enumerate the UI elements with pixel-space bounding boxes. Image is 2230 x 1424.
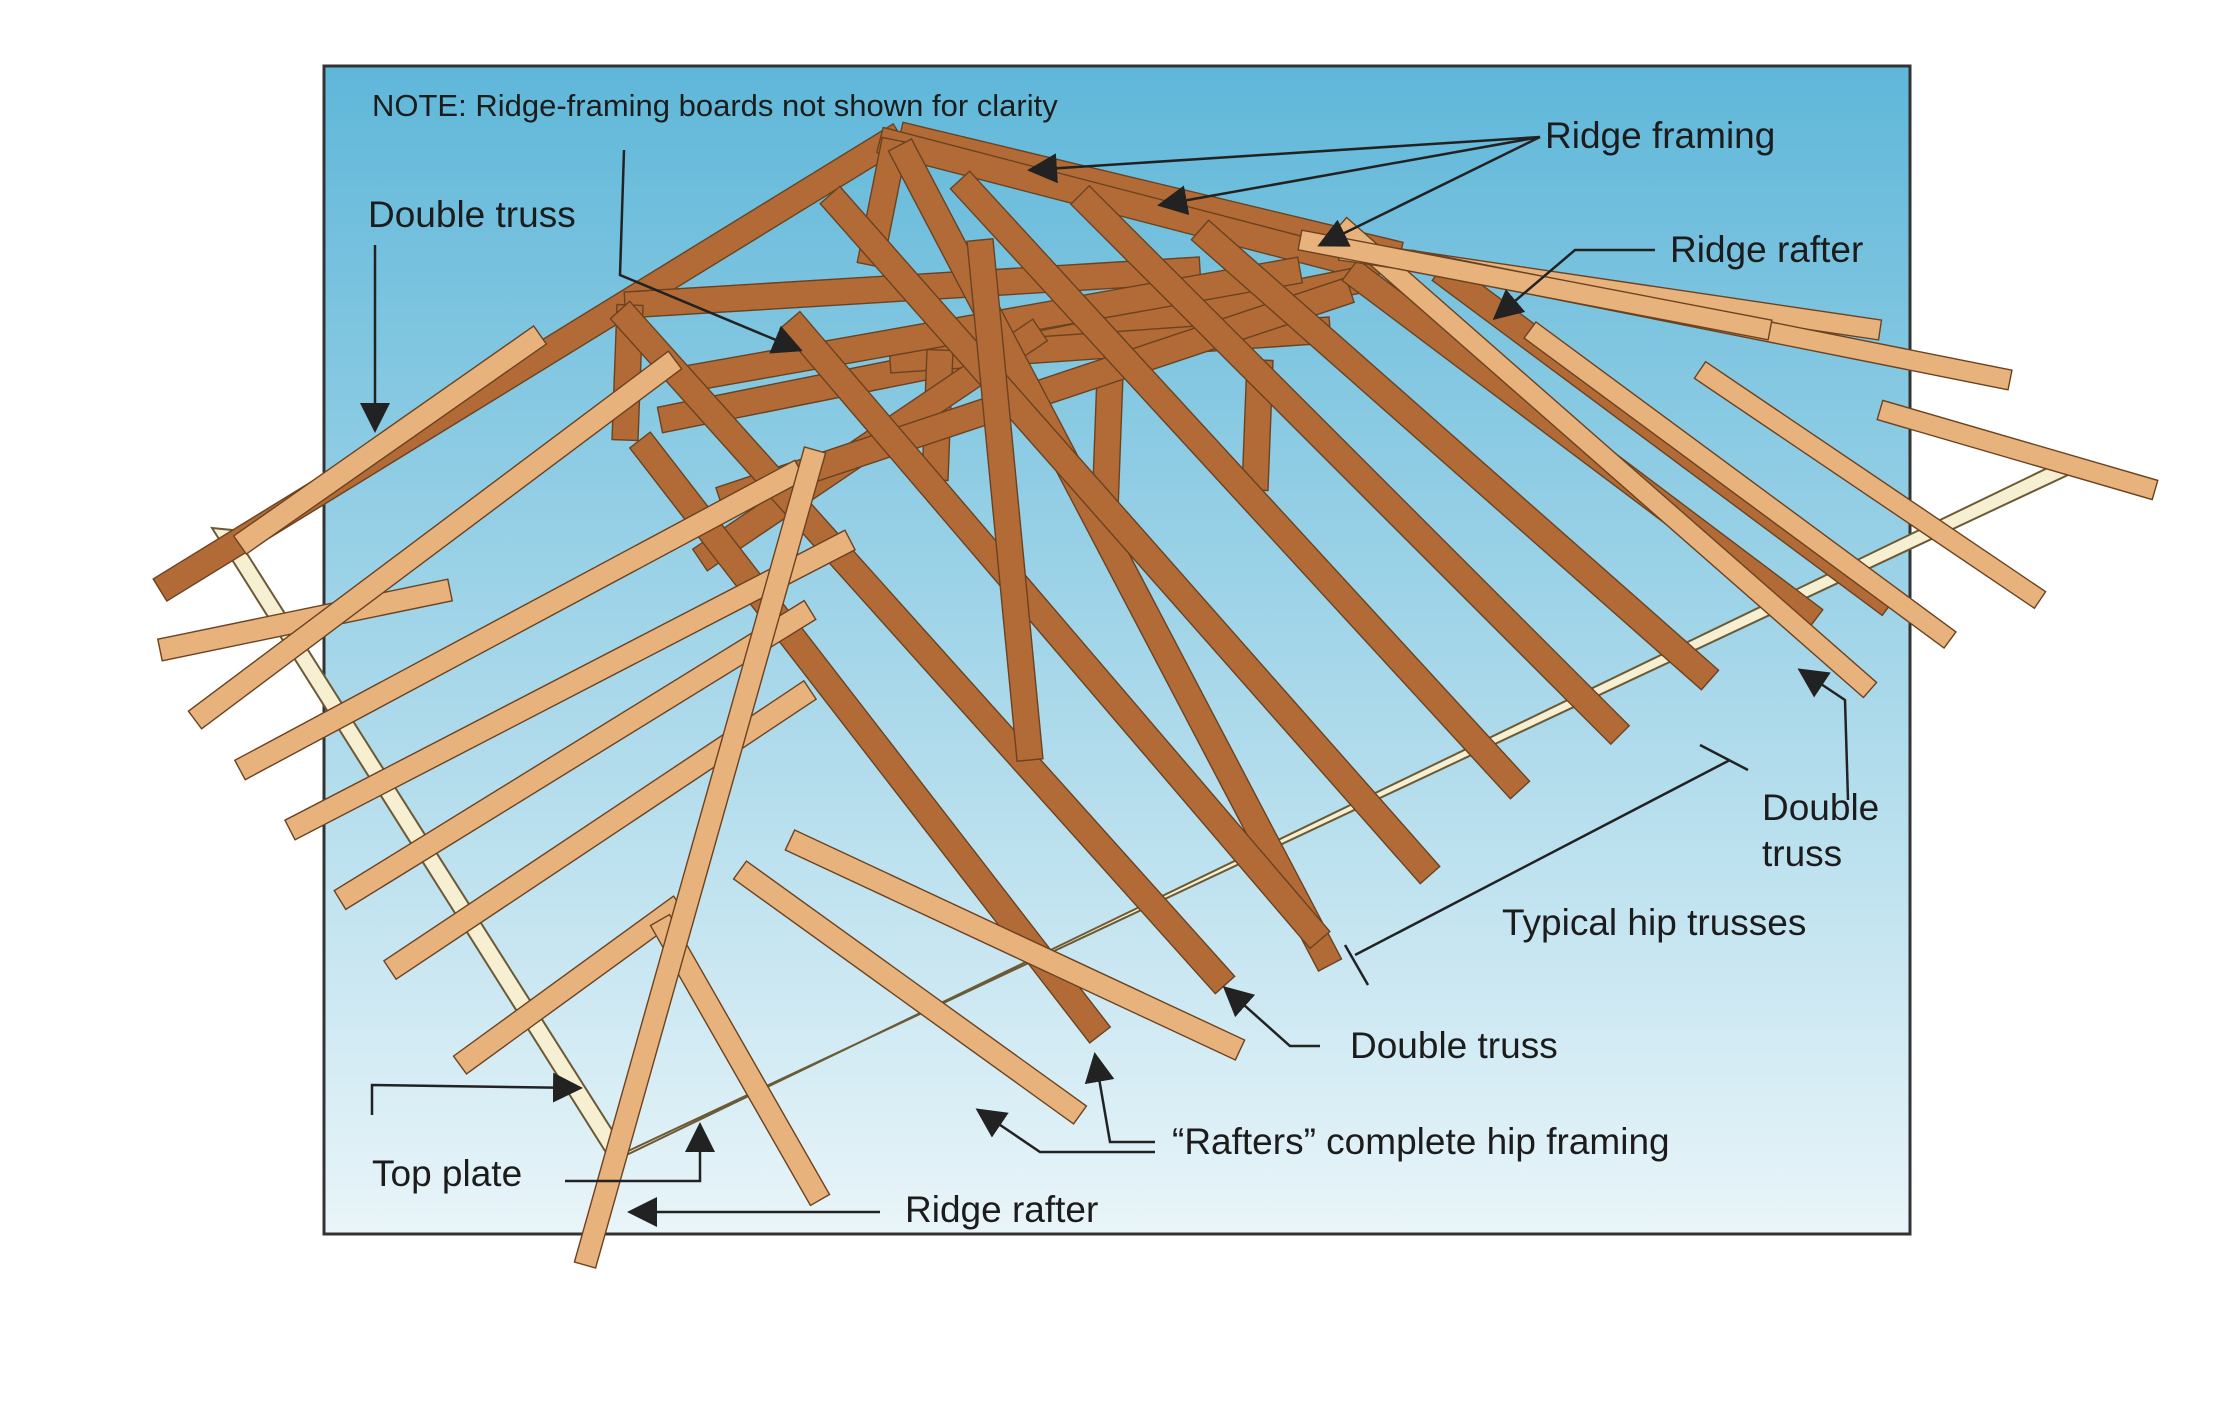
hip-truss: [1190, 219, 1720, 691]
jack-rafter: [452, 895, 688, 1075]
top-plate-label: Top plate: [372, 1153, 522, 1194]
ridge-framing-label: Ridge framing: [1545, 115, 1775, 156]
hip-truss: [819, 185, 1441, 885]
ridge-rafter-top-label: Ridge rafter: [1670, 229, 1863, 270]
jack-rafter: [156, 578, 454, 662]
jack-rafter: [784, 829, 1246, 1061]
ridge-rafter-front: [573, 446, 827, 1269]
double-truss-left-label: Double truss: [368, 194, 576, 235]
end-rafter: [1693, 360, 2047, 610]
jack-rafter: [187, 350, 683, 730]
jack-rafter: [233, 459, 807, 781]
jack-rafter: [732, 860, 1088, 1125]
hip-truss: [949, 170, 1531, 800]
jack-rafter: [382, 679, 818, 981]
double-truss-bottom-label: Double truss: [1350, 1025, 1558, 1066]
double-truss-right-label-line1: Double: [1762, 787, 1879, 828]
rafters: [156, 216, 2159, 1269]
leader-lines: [360, 135, 1850, 1227]
jack-rafter: [649, 913, 831, 1207]
jack-rafter: [232, 325, 548, 555]
end-rafter: [1876, 399, 2159, 501]
jack-rafter: [333, 599, 817, 911]
double-truss-right-label-line2: truss: [1762, 833, 1842, 874]
note-text: NOTE: Ridge-framing boards not shown for…: [372, 88, 1058, 123]
end-rafter: [1523, 320, 1957, 650]
hip-truss: [1069, 184, 1631, 746]
hip-trusses: [152, 121, 1899, 1044]
hip-truss: [966, 237, 1044, 763]
hip-truss: [779, 310, 1331, 950]
diagram-labels: NOTE: Ridge-framing boards not shown for…: [368, 88, 1879, 1230]
hip-truss: [609, 300, 1236, 995]
typical-hip-trusses-label: Typical hip trusses: [1502, 902, 1806, 943]
rafters-complete-label: “Rafters” complete hip framing: [1172, 1121, 1670, 1162]
jack-rafter: [283, 529, 857, 841]
sky-background: [322, 64, 1912, 1236]
ridge-rafter-bottom-label: Ridge rafter: [905, 1189, 1098, 1230]
